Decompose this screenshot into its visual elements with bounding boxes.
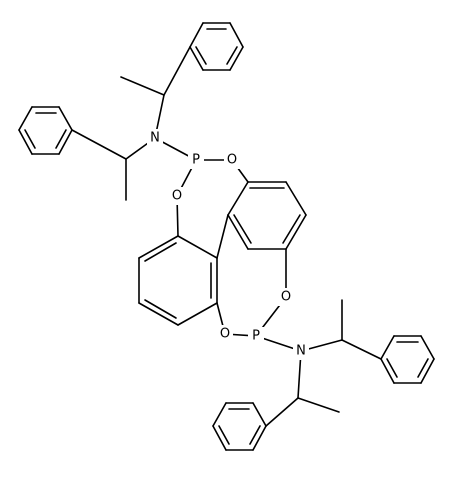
phenyl-ring-bottom-left — [212, 402, 267, 451]
atom-p-top: P — [188, 151, 204, 169]
atom-p-bottom: P — [248, 327, 264, 345]
biphenyl-ring-lower-left — [138, 235, 218, 326]
atom-n-top-label: N — [150, 131, 160, 146]
atom-o-top-right: O — [224, 151, 240, 169]
phenyl-ring-top-right — [189, 22, 244, 71]
atom-p-top-label: P — [192, 153, 200, 168]
phenyl-ring-bottom-right — [380, 335, 435, 384]
atom-o-top-left-label: O — [172, 189, 182, 204]
atom-n-bottom-label: N — [296, 344, 306, 359]
atom-o-bottom-left: O — [217, 325, 233, 343]
atom-o-bottom-right: O — [278, 288, 294, 306]
phenyl-ring-top-left — [18, 106, 73, 155]
atom-labels: N P O O O O P N — [147, 129, 309, 360]
atom-n-bottom: N — [293, 342, 309, 360]
atom-o-top-right-label: O — [227, 153, 237, 168]
atom-o-top-left: O — [169, 187, 185, 205]
biphenyl-ring-upper-right — [227, 181, 307, 250]
atom-p-bottom-label: P — [252, 329, 260, 344]
bond-lines — [18, 22, 435, 451]
atom-o-bottom-right-label: O — [281, 290, 291, 305]
atom-n-top: N — [147, 129, 163, 147]
atom-o-bottom-left-label: O — [220, 327, 230, 342]
